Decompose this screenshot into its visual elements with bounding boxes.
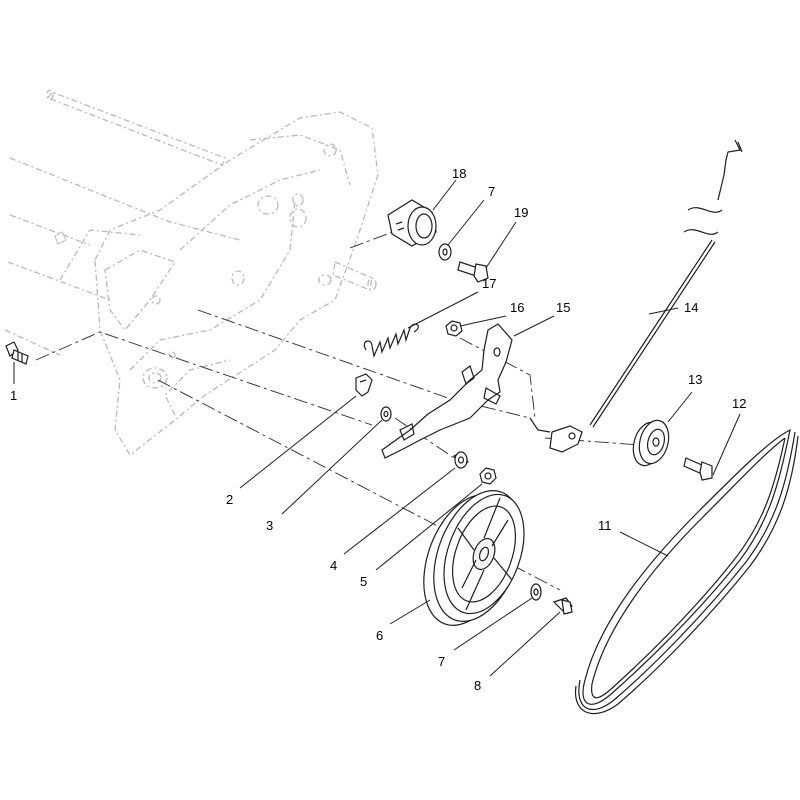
- part-12-bolt: [683, 457, 713, 481]
- callout-1: 1: [10, 388, 17, 403]
- callout-17: 17: [482, 276, 496, 291]
- part-5-nut: [479, 467, 497, 485]
- part-7-washer-top: [438, 243, 452, 261]
- callout-6: 6: [376, 628, 383, 643]
- callout-13: 13: [688, 372, 702, 387]
- callout-3: 3: [266, 518, 273, 533]
- leader-lines: [13, 179, 741, 677]
- part-3-washer: [380, 406, 392, 422]
- callout-5: 5: [360, 574, 367, 589]
- part-14-cable: [529, 139, 743, 453]
- callout-7-top: 7: [488, 184, 495, 199]
- part-6-drive-pulley: [423, 490, 525, 626]
- part-11-belt: [574, 428, 799, 715]
- callout-11: 11: [598, 518, 612, 533]
- part-1-bolt: [5, 341, 29, 365]
- callout-14: 14: [684, 300, 698, 315]
- callout-8: 8: [474, 678, 481, 693]
- callout-7-bottom: 7: [438, 654, 445, 669]
- callout-19: 19: [514, 205, 528, 220]
- callout-2: 2: [226, 492, 233, 507]
- callout-15: 15: [556, 300, 570, 315]
- callout-labels: 1 2 3 4 5 6 7 8 11 12 13 14 15 16 17 18 …: [10, 166, 746, 693]
- part-16-nut: [445, 320, 463, 337]
- part-18-bushing: [387, 199, 437, 247]
- callout-4: 4: [330, 558, 337, 573]
- part-13-idler-pulley: [632, 419, 670, 467]
- ghost-frame-housing: [4, 89, 379, 456]
- callout-18: 18: [452, 166, 466, 181]
- part-19-bolt: [457, 261, 489, 283]
- part-2-clip: [355, 373, 373, 397]
- callout-12: 12: [732, 396, 746, 411]
- part-4-spacer: [453, 451, 469, 469]
- part-15-idler-bracket: [381, 323, 513, 459]
- part-17-spring: [363, 323, 419, 359]
- callout-16: 16: [510, 300, 524, 315]
- part-7-washer-bottom: [530, 583, 542, 601]
- part-8-bolt: [552, 597, 573, 615]
